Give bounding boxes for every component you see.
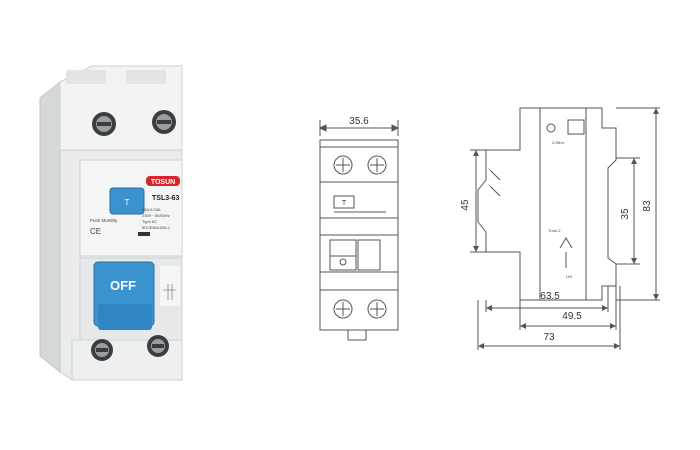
dim-height-45: 45 [460, 199, 471, 211]
bottom-terminal-block [71, 339, 183, 381]
terminal-screw-icon [367, 299, 387, 319]
callout-torque: 2.5Nm [552, 140, 564, 145]
terminal-screw-icon [333, 155, 353, 175]
toggle-state-label: OFF [110, 278, 136, 293]
brand-badge [146, 176, 180, 186]
spec-line-1: 63A 0.03A [142, 207, 161, 212]
spec-line-4: IEC/EN61008-1 [142, 225, 171, 230]
terminal-screw-icon [333, 299, 353, 319]
callout-mid: Trout 2 [548, 228, 561, 233]
top-terminal-block [59, 65, 183, 151]
rcd-photo: T TOSUN TSL3-63 63A 0.03A 230V~ 50/60Hz … [39, 65, 183, 381]
brand-text: TOSUN [151, 179, 175, 186]
screw-icon [91, 339, 113, 361]
dim-height-83: 83 [642, 200, 653, 212]
front-drawing [318, 120, 400, 341]
front-test-symbol: T [342, 200, 347, 207]
dim-depth-73: 73 [543, 332, 555, 343]
screw-icon [92, 112, 116, 136]
test-button[interactable] [109, 187, 145, 215]
housing-side [39, 80, 61, 374]
dim-depth-49-5: 49.5 [562, 311, 582, 322]
screw-icon [147, 335, 169, 357]
terminal-screw-icon [367, 155, 387, 175]
spec-line-2: 230V~ 50/60Hz [142, 213, 170, 218]
callout-bottom: LIN [566, 274, 572, 279]
push-label: Push Monthly [90, 218, 118, 223]
spec-line-3: Type AC [142, 219, 157, 224]
ce-mark: CE [90, 227, 101, 236]
dim-depth-63-5: 63.5 [540, 291, 560, 302]
model-text: TSL3-63 [152, 195, 179, 202]
screw-icon [152, 110, 176, 134]
test-button-label: T [125, 198, 130, 207]
front-width-dimension: 35.6 [349, 116, 369, 127]
side-drawing [470, 107, 660, 350]
dim-height-35: 35 [620, 208, 631, 220]
